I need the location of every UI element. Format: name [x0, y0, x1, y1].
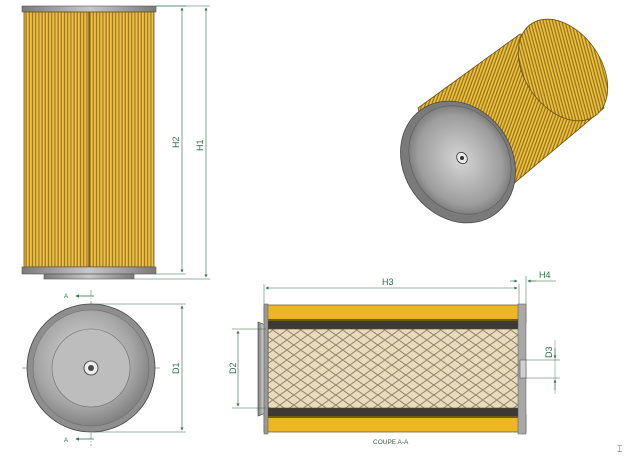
section-mark-bottom: A	[64, 438, 68, 444]
dim-label-h4: H4	[539, 270, 551, 280]
iso-far-rim	[517, 18, 609, 122]
front-top-cap	[21, 5, 157, 13]
isometric-view	[400, 18, 609, 224]
corner-mark: ⌶	[617, 444, 622, 454]
dim-label-d3: D3	[544, 346, 554, 358]
dim-label-h3: H3	[382, 277, 394, 287]
section-view: H3 H4 D2 D3 COUPE A-A	[228, 270, 560, 446]
top-view: A A D1	[22, 290, 186, 446]
front-bottom-flange	[43, 273, 135, 280]
front-bottom-cap	[21, 266, 157, 275]
dim-label-d2: D2	[228, 362, 238, 374]
dim-label-h1: H1	[195, 139, 205, 151]
front-view: H2 H1	[21, 5, 210, 280]
section-caption: COUPE A-A	[373, 439, 409, 446]
dim-label-h2: H2	[171, 136, 181, 148]
section-mark-top: A	[64, 294, 68, 300]
section-mesh-core	[267, 328, 521, 409]
dim-label-d1: D1	[171, 362, 181, 374]
